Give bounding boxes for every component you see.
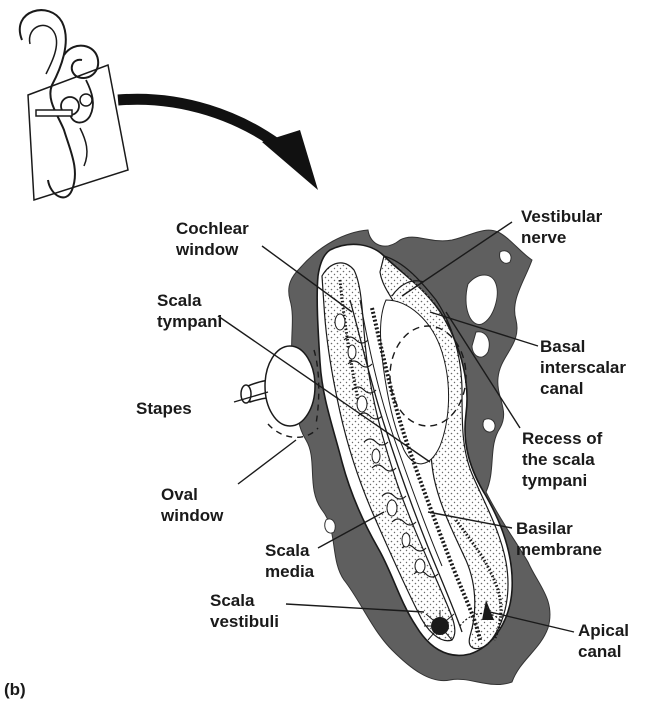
ear-thumbnail (20, 10, 128, 200)
label-stapes: Stapes (136, 398, 192, 419)
panel-label: (b) (4, 680, 26, 700)
pointer-arrow (118, 99, 318, 190)
